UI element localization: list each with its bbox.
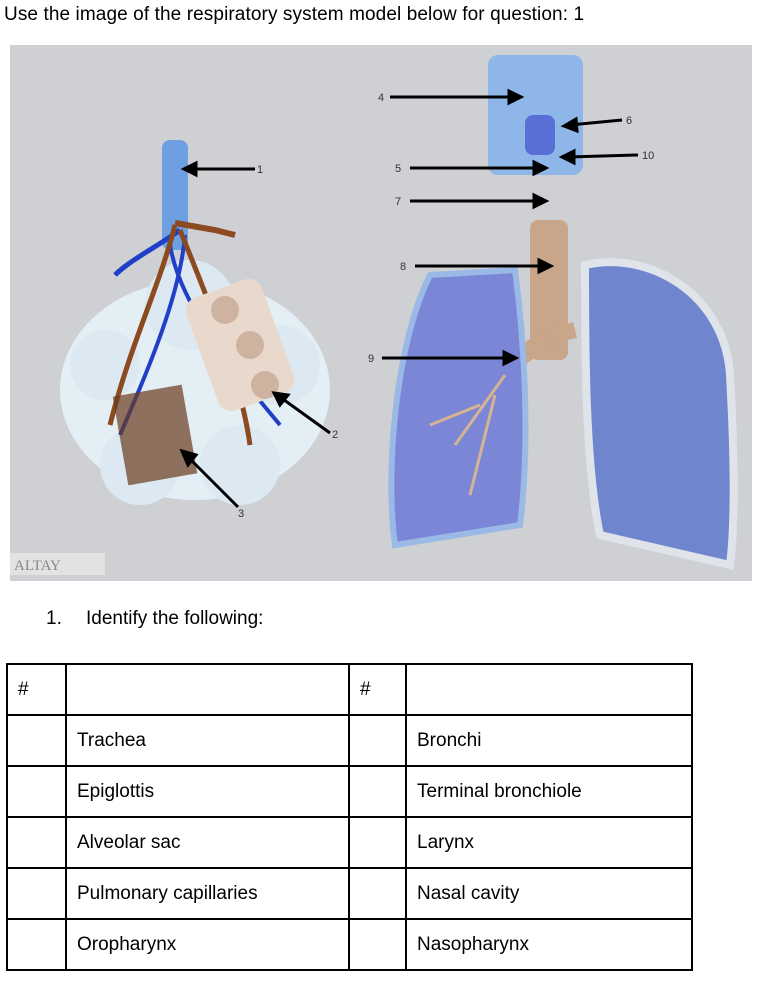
header-term-left [65,663,350,716]
answer-cell[interactable] [6,867,67,920]
header-term-right [405,663,693,716]
callout-8: 8 [400,261,406,273]
answer-cell[interactable] [348,918,407,971]
table-row: Pulmonary capillaries Nasal cavity [6,867,693,920]
table-row: Alveolar sac Larynx [6,816,693,869]
term-cell: Nasal cavity [405,867,693,920]
alveoli-model [60,140,330,505]
answer-cell[interactable] [348,816,407,869]
question-1: 1. Identify the following: [46,608,263,630]
callout-6: 6 [626,115,632,127]
table-row: Trachea Bronchi [6,714,693,767]
term-cell: Nasopharynx [405,918,693,971]
term-cell: Terminal bronchiole [405,765,693,818]
callout-9: 9 [368,353,374,365]
term-cell: Bronchi [405,714,693,767]
answer-table: # # Trachea Bronchi Epiglottis Terminal … [6,663,693,971]
answer-cell[interactable] [6,918,67,971]
callout-4: 4 [378,92,384,104]
term-cell: Larynx [405,816,693,869]
respiratory-model-photo: 1 2 3 4 5 6 7 8 9 10 ALTAY [10,45,752,581]
answer-cell[interactable] [6,816,67,869]
answer-cell[interactable] [6,765,67,818]
table-header-row: # # [6,663,693,716]
callout-2: 2 [332,429,338,441]
term-cell: Oropharynx [65,918,350,971]
answer-cell[interactable] [348,765,407,818]
question-text: Identify the following: [86,608,264,629]
header-number-right: # [348,663,407,716]
callout-3: 3 [238,508,244,520]
question-number: 1. [46,608,62,629]
callout-1: 1 [257,164,263,176]
term-cell: Epiglottis [65,765,350,818]
header-number-left: # [6,663,67,716]
lung-model [388,55,738,570]
term-cell: Trachea [65,714,350,767]
term-cell: Pulmonary capillaries [65,867,350,920]
answer-cell[interactable] [348,867,407,920]
callout-7: 7 [395,196,401,208]
watermark: ALTAY [14,558,61,574]
table-row: Epiglottis Terminal bronchiole [6,765,693,818]
answer-cell[interactable] [348,714,407,767]
callout-5: 5 [395,163,401,175]
table-row: Oropharynx Nasopharynx [6,918,693,971]
callout-10: 10 [642,150,654,162]
answer-cell[interactable] [6,714,67,767]
term-cell: Alveolar sac [65,816,350,869]
callout-arrows [179,88,639,509]
instruction-heading: Use the image of the respiratory system … [4,4,585,25]
